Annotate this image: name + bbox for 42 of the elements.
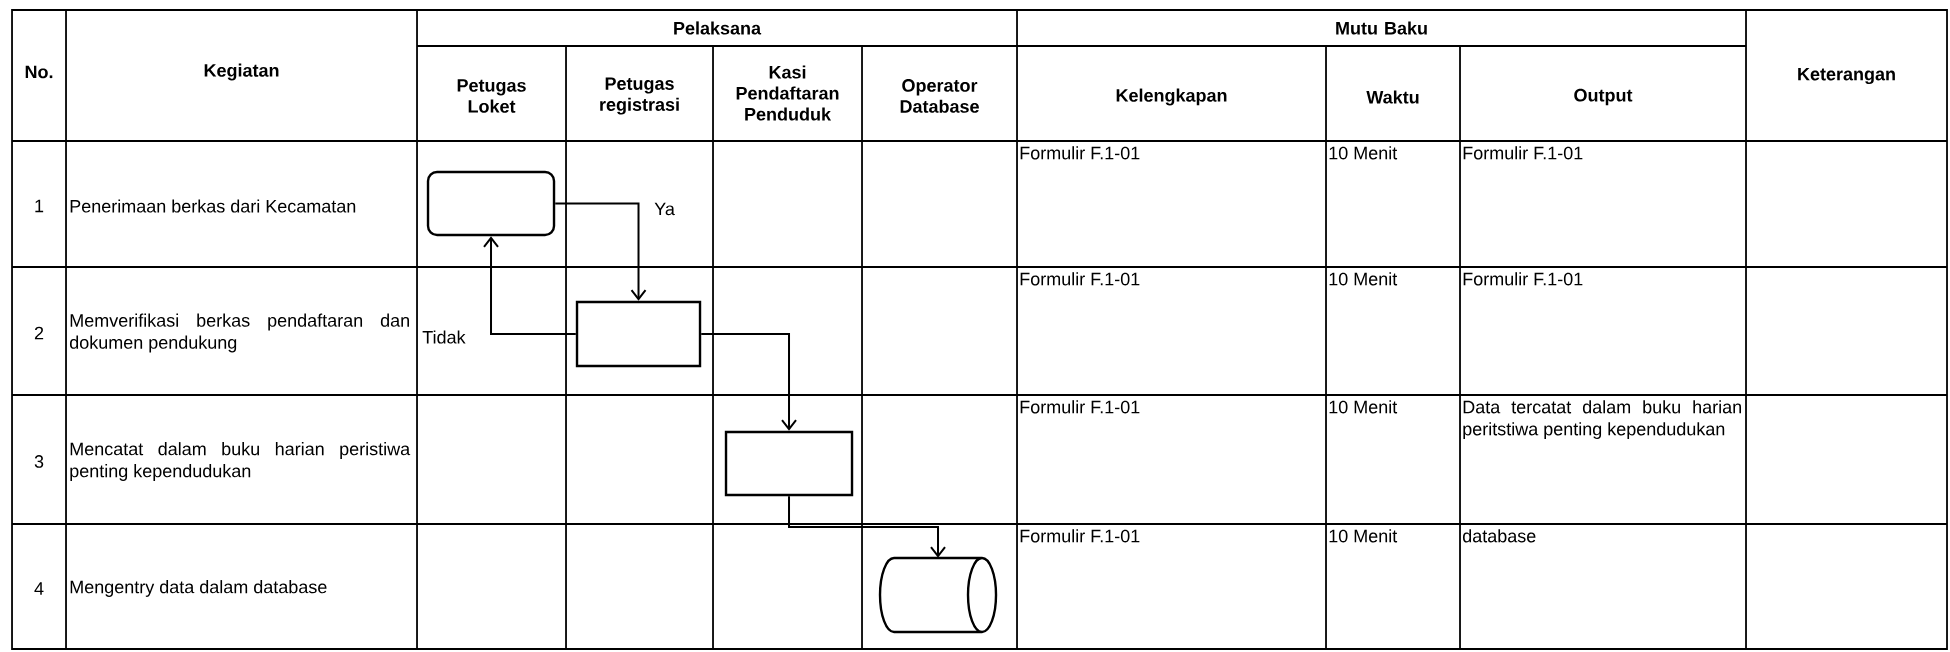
column-header: Kasi Pendaftaran Penduduk [736,65,839,121]
database-cylinder [878,556,998,634]
arrow [700,333,797,431]
column-header: Petugas registrasi [600,77,679,115]
cell-text: Formulir F.1-01 [1463,272,1583,286]
cell-text: Formulir F.1-01 [1020,272,1140,286]
process-box [724,430,854,497]
activity-text: Penerimaan berkas dari Kecamatan [70,199,356,213]
cell-text: 10 Menit [1329,400,1398,414]
row-number: 1 [35,199,44,213]
activity-text: Memverifikasi berkas pendaftaran dan dokumen pendukung [69,313,409,353]
arrow [554,202,647,301]
column-header: Kelengkapan [1116,88,1227,106]
column-header: Keterangan [1798,67,1895,85]
cell-text: database [1462,529,1536,543]
cell-text: 10 Menit [1329,529,1398,543]
edge-label: Tidak [422,330,466,344]
column-header: Waktu [1366,90,1419,104]
column-header: Operator Database [900,79,979,113]
column-header: Kegiatan [204,63,279,81]
group-header: Mutu Baku [1336,21,1427,35]
cell-text: Formulir F.1-01 [1020,400,1140,414]
cell-text: 10 Menit [1329,272,1398,286]
column-header: Output [1574,88,1633,106]
rounded-box [426,170,556,237]
cell-text: Formulir F.1-01 [1463,146,1583,160]
column-header: No. [25,65,53,79]
row-number: 2 [34,326,44,340]
process-box [575,300,702,368]
arrow [483,236,577,335]
row-number: 4 [34,582,44,595]
arrow [788,495,946,558]
cell-text: 10 Menit [1329,146,1398,160]
cell-text: Formulir F.1-01 [1020,146,1140,160]
activity-text: Mencatat dalam buku harian peristiwa penting kependudukan [70,442,411,481]
group-header: Pelaksana [674,21,762,35]
cell-text: Data tercatat dalam buku harian peritstiwa penting kependudukan [1463,400,1741,439]
row-number: 3 [34,455,44,468]
activity-text: Mengentry data dalam database [70,580,327,597]
column-header: Petugas Loket [457,79,526,113]
edge-label: Ya [654,202,675,216]
cell-text: Formulir F.1-01 [1020,529,1140,543]
